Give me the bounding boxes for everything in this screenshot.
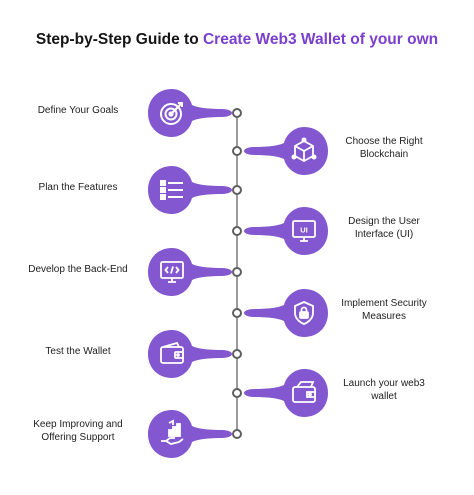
step-label: Design the User Interface (UI) xyxy=(348,216,420,240)
step-item xyxy=(146,87,236,139)
wallet-icon xyxy=(157,339,187,369)
timeline-dot xyxy=(232,226,242,236)
blockchain-cube-icon xyxy=(289,136,319,166)
step-item xyxy=(240,125,330,177)
step-item xyxy=(240,367,330,419)
code-monitor-icon xyxy=(157,257,187,287)
timeline-dot xyxy=(232,388,242,398)
growth-hand-icon xyxy=(157,419,187,449)
step-label: Keep Improving and Offering Support xyxy=(33,419,123,443)
timeline-dot xyxy=(232,267,242,277)
timeline-dot xyxy=(232,308,242,318)
step-item: UI xyxy=(240,205,330,257)
timeline-dot xyxy=(232,185,242,195)
step-label: Test the Wallet xyxy=(45,345,111,357)
feature-list-icon xyxy=(157,175,187,205)
ui-screen-icon: UI xyxy=(289,216,319,246)
step-item xyxy=(146,328,236,380)
target-icon xyxy=(157,98,187,128)
page-title: Step-by-Step Guide to Create Web3 Wallet… xyxy=(0,31,474,49)
step-label: Define Your Goals xyxy=(37,104,119,116)
step-item xyxy=(240,287,330,339)
title-prefix: Step-by-Step Guide to xyxy=(35,31,203,48)
security-shield-icon xyxy=(289,298,319,328)
step-label: Implement Security Measures xyxy=(341,298,427,322)
timeline-dot xyxy=(232,108,242,118)
timeline-dot xyxy=(232,429,242,439)
wallet-card-icon xyxy=(289,378,319,408)
svg-text:UI: UI xyxy=(300,226,308,235)
step-label: Launch your web3 wallet xyxy=(343,378,425,402)
timeline-dot xyxy=(232,349,242,359)
timeline-dot xyxy=(232,146,242,156)
step-item xyxy=(146,408,236,460)
title-highlight: Create Web3 Wallet of your own xyxy=(202,31,439,48)
step-label: Choose the Right Blockchain xyxy=(345,136,423,160)
step-item xyxy=(146,246,236,298)
step-label: Develop the Back-End xyxy=(28,263,128,275)
step-label: Plan the Features xyxy=(38,181,118,193)
step-item xyxy=(146,164,236,216)
